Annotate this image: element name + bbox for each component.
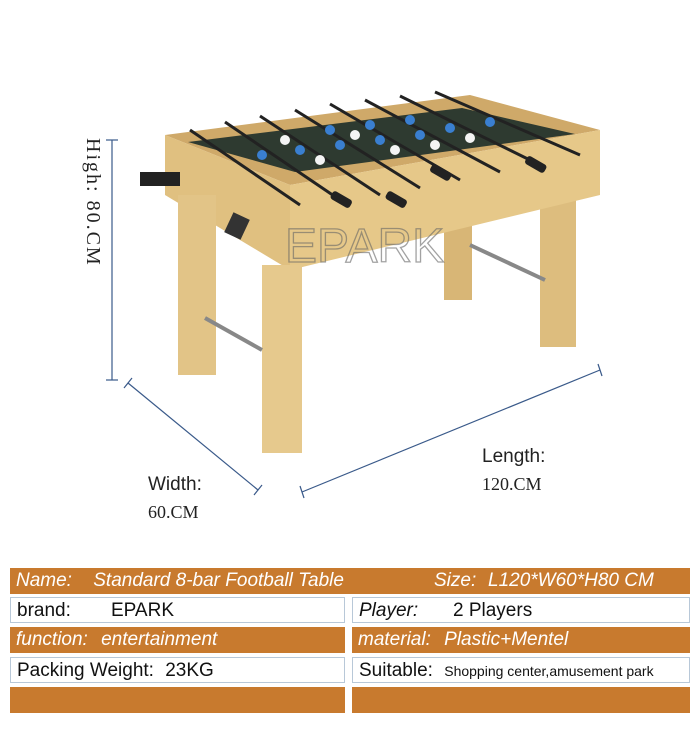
- brand-key: brand:: [17, 600, 71, 621]
- length-value: 120.CM: [482, 474, 542, 494]
- spec-row-name: Name: Standard 8-bar Football Table Size…: [10, 568, 690, 594]
- function-value: entertainment: [101, 629, 218, 650]
- players-white: [280, 130, 475, 165]
- spec-row-function: function: entertainment material: Plasti…: [10, 627, 690, 653]
- material-cell: material: Plastic+Mentel: [352, 627, 690, 653]
- height-value: 80.CM: [82, 200, 104, 267]
- goal-slot: [224, 212, 250, 240]
- weight-key: Packing Weight:: [17, 660, 154, 681]
- front-rod: [204, 316, 263, 352]
- size-value: L120*W60*H80 CM: [488, 570, 654, 591]
- suitable-value: Shopping center,amusement park: [444, 663, 654, 679]
- players: [257, 115, 495, 160]
- brand-cell: brand: EPARK: [10, 597, 345, 623]
- handles: [330, 156, 547, 208]
- function-key: function:: [16, 629, 88, 650]
- width-value: 60.CM: [148, 502, 199, 522]
- player-rods: [189, 90, 581, 207]
- material-key: material:: [358, 629, 431, 650]
- length-label: Length:: [482, 446, 546, 467]
- size-key: Size:: [434, 570, 477, 591]
- foosball-table-image: EPARK: [106, 90, 603, 499]
- brand-value: EPARK: [111, 600, 175, 621]
- material-value: Plastic+Mentel: [444, 629, 569, 650]
- table-side-long: [290, 130, 600, 270]
- player-key: Player:: [359, 600, 419, 621]
- spec-row-brand: brand: EPARK Player: 2 Players: [10, 597, 690, 623]
- player-value: 2 Players: [453, 600, 533, 621]
- name-value: Standard 8-bar Football Table: [93, 570, 344, 591]
- empty-cell-right: [352, 687, 690, 713]
- height-dimension: High: 80.CM: [72, 138, 104, 308]
- width-label: Width:: [148, 474, 202, 495]
- back-rod: [469, 243, 546, 282]
- cup-holder: [140, 172, 180, 186]
- dimension-lines: [106, 139, 603, 499]
- weight-value: 23KG: [165, 660, 214, 681]
- height-label: High:: [82, 138, 104, 194]
- watermark-epark: EPARK: [285, 220, 444, 273]
- suitable-key: Suitable:: [359, 660, 433, 681]
- empty-cell-left: [10, 687, 345, 713]
- front-leg-right: [262, 265, 302, 453]
- name-key: Name:: [16, 570, 72, 591]
- function-cell: function: entertainment: [10, 627, 345, 653]
- weight-cell: Packing Weight: 23KG: [10, 657, 345, 683]
- back-leg-right: [540, 185, 576, 347]
- player-cell: Player: 2 Players: [352, 597, 690, 623]
- front-leg-left: [178, 195, 216, 375]
- table-side-short: [165, 135, 290, 270]
- suitable-cell: Suitable: Shopping center,amusement park: [352, 657, 690, 683]
- name-size-cell: Name: Standard 8-bar Football Table Size…: [10, 568, 690, 594]
- spec-row-empty: [10, 687, 690, 713]
- spec-row-weight: Packing Weight: 23KG Suitable: Shopping …: [10, 657, 690, 683]
